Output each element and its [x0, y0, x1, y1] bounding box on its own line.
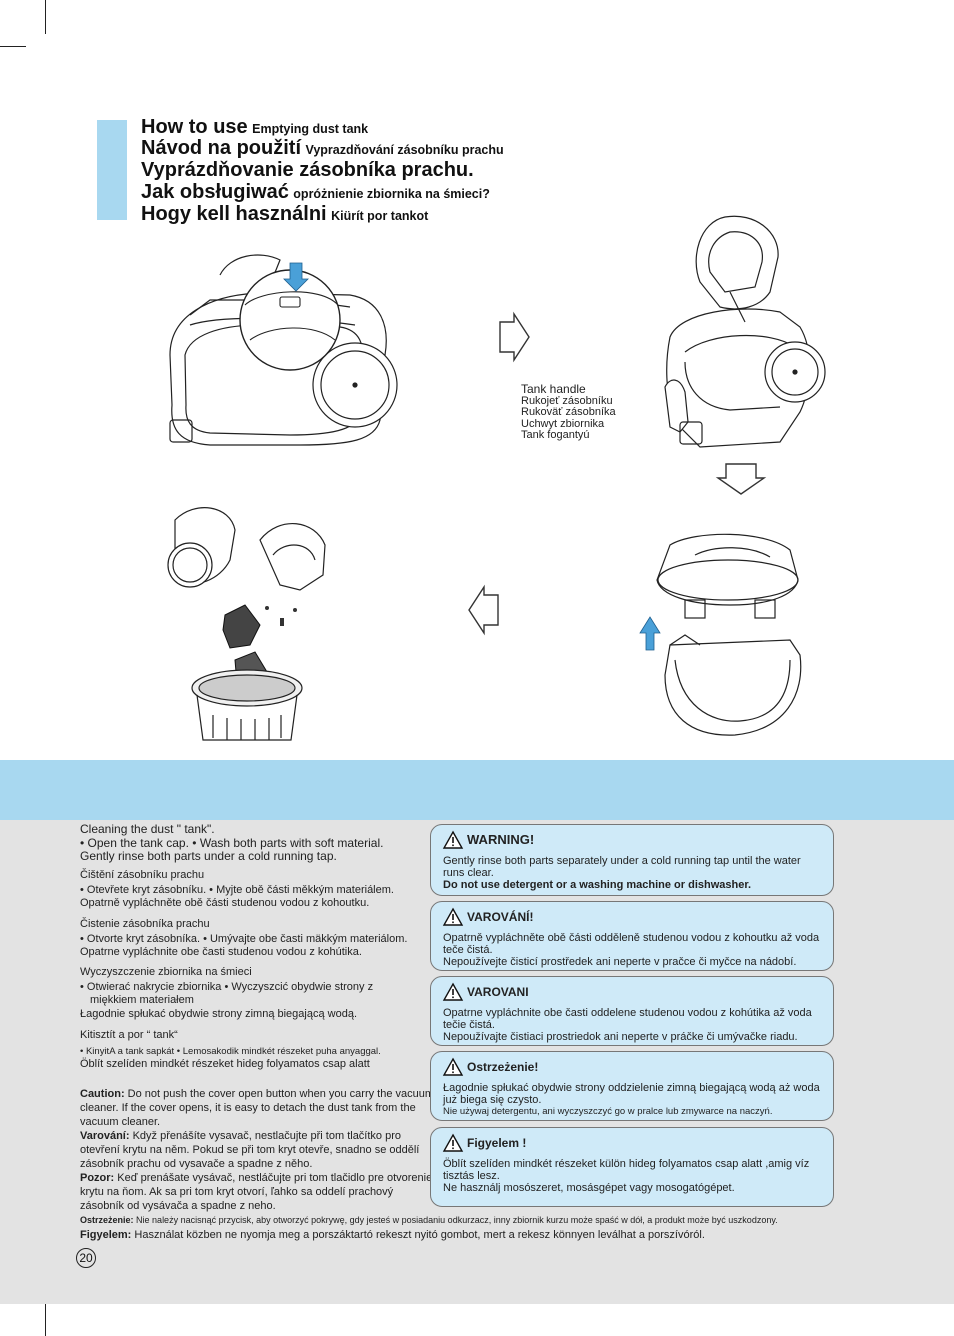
instructions-pl-line1: • Otwierać nakrycie zbiornika • Wyczyszc… — [80, 980, 374, 993]
instructions-pl-line2: Łagodnie spłukać obydwie strony zimną bi… — [80, 1007, 358, 1020]
warning-title: Figyelem ! — [442, 1133, 823, 1152]
crop-mark — [45, 0, 46, 34]
warning-box-cz: VAROVÁNÍ! Opatrně vypláchněte obě části … — [430, 901, 834, 971]
vacuum-open-lid-illustration — [664, 215, 826, 448]
tank-handle-label-pl: Uchwyt zbiornika — [521, 417, 605, 430]
instructions-en: Cleaning the dust " tank". • Open the ta… — [80, 822, 430, 864]
warning-title: VAROVÁNÍ! — [442, 907, 823, 926]
tank-handle-label-sk: Rukoväť zásobníka — [521, 406, 616, 418]
warning-text: Ne használj mosószeret, mosásgépet vagy … — [443, 1182, 735, 1194]
warning-box-en: WARNING! Gently rinse both parts separat… — [430, 824, 834, 896]
instructions-cz: Čištění zásobníku prachu • Otevřete kryt… — [80, 869, 430, 911]
instructions-cz-title: Čištění zásobníku prachu — [80, 869, 205, 881]
warning-text: Nepoužívejte čisticí prostředek ani nepe… — [443, 956, 797, 968]
instructions-pl-title: Wyczyszczenie zbiornika na śmieci — [80, 966, 252, 978]
warning-text: Opatrne vypláchnite obe časti oddelene s… — [443, 1007, 812, 1031]
instructions-en-line2: Gently rinse both parts under a cold run… — [80, 849, 337, 863]
caution-hu: Figyelem: Használat közben ne nyomja meg… — [80, 1229, 705, 1241]
instructions-hu: Kitisztít a por “ tank“ • KinyitA a tank… — [80, 1029, 430, 1072]
title-pl: Jak obsługiwać opróżnienie zbiornika na … — [141, 181, 490, 203]
instructions-cz-line2: Opatrně vypláchněte obě části studenou v… — [80, 897, 370, 909]
instructions-sk-line1: • Otvorte kryt zásobníka. • Umývajte obe… — [80, 932, 408, 945]
instructions-en-line1a: • Open the tank cap. — [80, 835, 189, 850]
tank-handle-label-cz: Rukojeť zásobníku — [521, 394, 613, 407]
title-sk: Vyprázdňovanie zásobníka prachu. — [141, 159, 474, 181]
tank-parts-illustration — [639, 533, 802, 736]
crop-mark — [45, 1302, 46, 1336]
warning-triangle-icon — [442, 907, 464, 926]
warning-triangle-icon — [442, 1133, 464, 1152]
instructions-en-line1b: • Wash both parts with soft material. — [192, 835, 384, 850]
title-en: How to use Emptying dust tank — [141, 116, 369, 138]
arrow-down-icon — [715, 463, 767, 495]
instructions-sk-title: Čistenie zásobníka prachu — [80, 918, 210, 930]
caution-sk: Pozor: Keď prenášate vysávač, nestláčujt… — [80, 1172, 433, 1212]
warning-title: Ostrzeżenie! — [442, 1057, 823, 1076]
instructions-hu-line1: • KinyitA a tank sapkát • Lemosakodik mi… — [80, 1045, 381, 1057]
warning-text-bold: Do not use detergent or a washing machin… — [443, 879, 752, 891]
title-hu: Hogy kell használni Kiürít por tankot — [141, 203, 429, 225]
warning-triangle-icon — [442, 982, 464, 1001]
header-accent-bar — [97, 120, 127, 220]
instructions-hu-title: Kitisztít a por “ tank“ — [80, 1029, 178, 1041]
warning-box-pl: Ostrzeżenie! Łagodnie spłukać obydwie st… — [430, 1051, 834, 1121]
instructions-pl-line1b: miękkiem materiałem — [90, 994, 194, 1006]
instructions-pl: Wyczyszczenie zbiornika na śmieci • Otwi… — [80, 966, 430, 1021]
warning-title: WARNING! — [442, 830, 823, 849]
warning-text: Gently rinse both parts separately under… — [443, 855, 801, 879]
crop-mark — [0, 46, 26, 47]
instructions-cz-line1: • Otevřete kryt zásobníku. • Myjte obě č… — [80, 883, 394, 896]
warning-triangle-icon — [442, 1057, 464, 1076]
warning-box-sk: VAROVANI Opatrne vypláchnite obe časti o… — [430, 976, 834, 1046]
tank-handle-label: Tank handle Rukojeť zásobníku Rukoväť zá… — [521, 382, 616, 442]
warning-text: Łagodnie spłukać obydwie strony oddziele… — [443, 1082, 820, 1106]
caution-pl: Ostrzeżenie: Nie należy nacisnąć przycis… — [80, 1215, 778, 1225]
page-number: 20 — [76, 1248, 96, 1268]
warning-text-small: Nie używaj detergentu, ani wyczyszczyć g… — [443, 1106, 773, 1117]
warning-triangle-icon — [442, 830, 464, 849]
caution-cz: Varování: Když přenášíte vysavač, nestla… — [80, 1130, 420, 1170]
instructions-hu-line2: Öblít szelíden mindkét részeket hideg fo… — [80, 1058, 370, 1070]
section-divider-band — [0, 760, 954, 820]
tank-handle-label-hu: Tank fogantyú — [521, 429, 590, 441]
warning-text: Opatrně vypláchněte obě části odděleně s… — [443, 932, 820, 956]
title-cz: Návod na použití Vyprazdňování zásobníku… — [141, 137, 504, 159]
caution-en: Caution: Do not push the cover open butt… — [80, 1088, 435, 1128]
tank-handle-label-en: Tank handle — [521, 382, 586, 396]
arrow-right-icon — [499, 311, 530, 363]
vacuum-press-button-illustration — [169, 254, 398, 446]
warning-box-hu: Figyelem ! Öblít szelíden mindkét részek… — [430, 1127, 834, 1207]
arrow-left-icon — [468, 584, 499, 636]
warning-title: VAROVANI — [442, 982, 823, 1001]
warning-text: Nepoužívajte čistiaci prostriedok ani ne… — [443, 1031, 798, 1043]
caution-block: Caution: Do not push the cover open butt… — [80, 1087, 435, 1213]
instructions-en-title: Cleaning the dust " tank". — [80, 822, 215, 836]
emptying-bin-illustration — [167, 507, 326, 741]
instructions-sk-line2: Opatrne vypláchnite obe časti studenou v… — [80, 946, 362, 958]
warning-text: Öblít szelíden mindkét részeket külön hi… — [443, 1158, 810, 1182]
instructions-sk: Čistenie zásobníka prachu • Otvorte kryt… — [80, 918, 430, 960]
